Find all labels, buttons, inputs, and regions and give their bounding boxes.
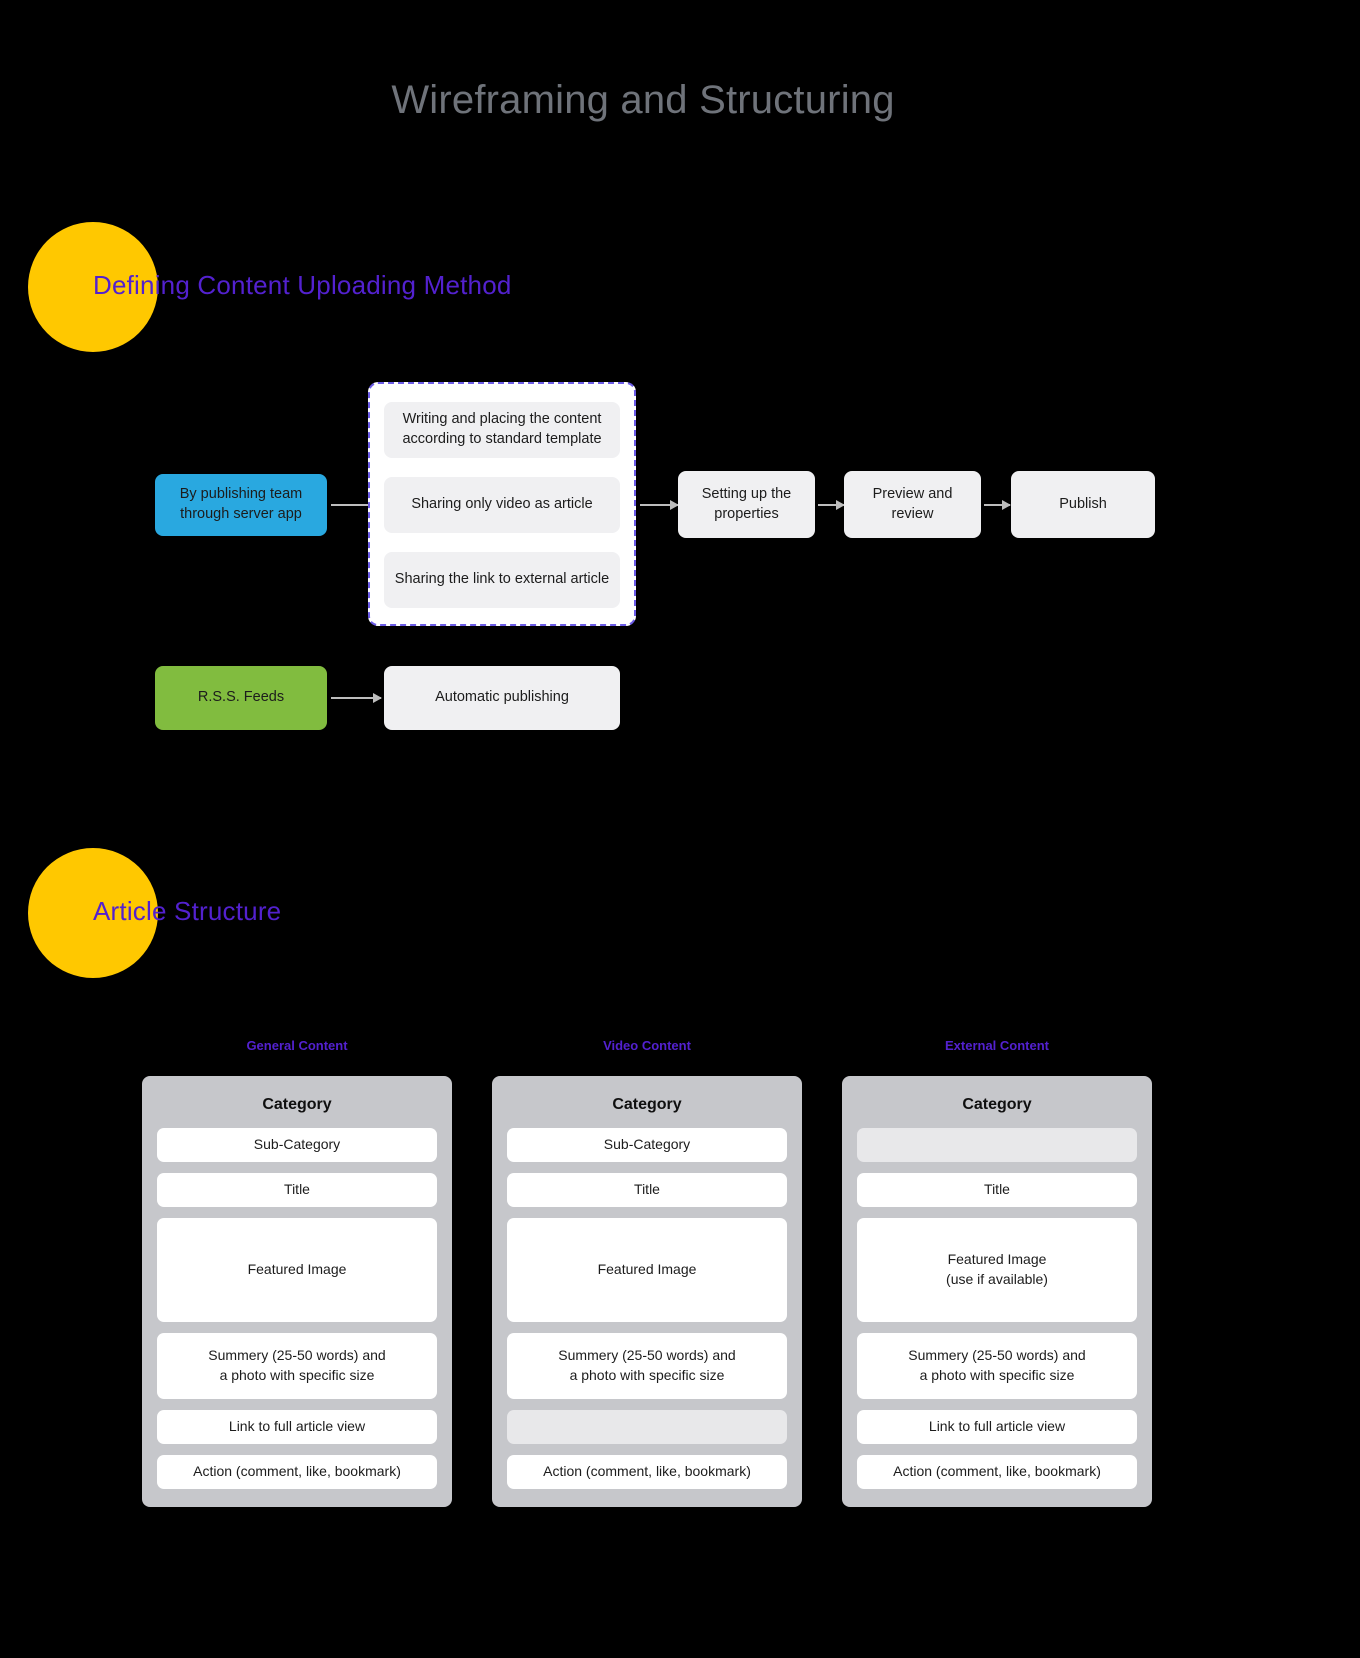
page-title: Wireframing and Structuring: [391, 78, 895, 122]
wireframe-column-title: General Content: [246, 1038, 348, 1053]
section-heading-uploading-method: Defining Content Uploading Method: [28, 222, 728, 352]
wireframe-panel: Category Sub-Category Title Featured Ima…: [492, 1076, 802, 1507]
wireframe-row-featured-image[interactable]: Featured Image: [157, 1218, 437, 1322]
wireframe-panel: Category Sub-Category Title Featured Ima…: [142, 1076, 452, 1507]
wireframe-row-empty-slot: [507, 1410, 787, 1444]
wireframe-row-title[interactable]: Title: [507, 1173, 787, 1207]
section-heading-article-structure: Article Structure: [28, 848, 528, 978]
arrow-preview-to-publish: [984, 500, 1011, 510]
wireframe-row-action[interactable]: Action (comment, like, bookmark): [157, 1455, 437, 1489]
wireframe-row-action[interactable]: Action (comment, like, bookmark): [857, 1455, 1137, 1489]
wireframe-row-title[interactable]: Title: [857, 1173, 1137, 1207]
arrow-rss-to-automatic: [331, 693, 382, 703]
flow-step-automatic-publishing[interactable]: Automatic publishing: [384, 666, 620, 730]
yellow-circle-icon: [28, 848, 158, 978]
arrow-properties-to-preview: [818, 500, 845, 510]
flow-option-video-article[interactable]: Sharing only video as article: [384, 477, 620, 533]
wireframe-row-sub-category[interactable]: Sub-Category: [507, 1128, 787, 1162]
arrow-options-to-properties: [640, 500, 679, 510]
section-label: Article Structure: [93, 896, 282, 926]
flow-step-publish[interactable]: Publish: [1011, 471, 1155, 538]
wireframe-row-link-full-article[interactable]: Link to full article view: [857, 1410, 1137, 1444]
wireframe-panel: Category Title Featured Image(use if ava…: [842, 1076, 1152, 1507]
section-label: Defining Content Uploading Method: [93, 270, 512, 300]
wireframe-category-header: Category: [262, 1096, 332, 1113]
flow-option-external-link[interactable]: Sharing the link to external article: [384, 552, 620, 608]
wireframe-column-title: Video Content: [603, 1038, 691, 1053]
wireframe-row-empty-slot: [857, 1128, 1137, 1162]
wireframe-row-featured-image[interactable]: Featured Image: [507, 1218, 787, 1322]
wireframe-category-header: Category: [962, 1096, 1032, 1113]
wireframe-row-action[interactable]: Action (comment, like, bookmark): [507, 1455, 787, 1489]
wireframe-category-header: Category: [612, 1096, 682, 1113]
wireframe-row-title[interactable]: Title: [157, 1173, 437, 1207]
wireframe-row-featured-image[interactable]: Featured Image(use if available): [857, 1218, 1137, 1322]
yellow-circle-icon: [28, 222, 158, 352]
flow-source-rss-feeds[interactable]: R.S.S. Feeds: [155, 666, 327, 730]
wireframe-row-link-full-article[interactable]: Link to full article view: [157, 1410, 437, 1444]
wireframe-column-title: External Content: [944, 1038, 1049, 1053]
wireframe-row-sub-category[interactable]: Sub-Category: [157, 1128, 437, 1162]
